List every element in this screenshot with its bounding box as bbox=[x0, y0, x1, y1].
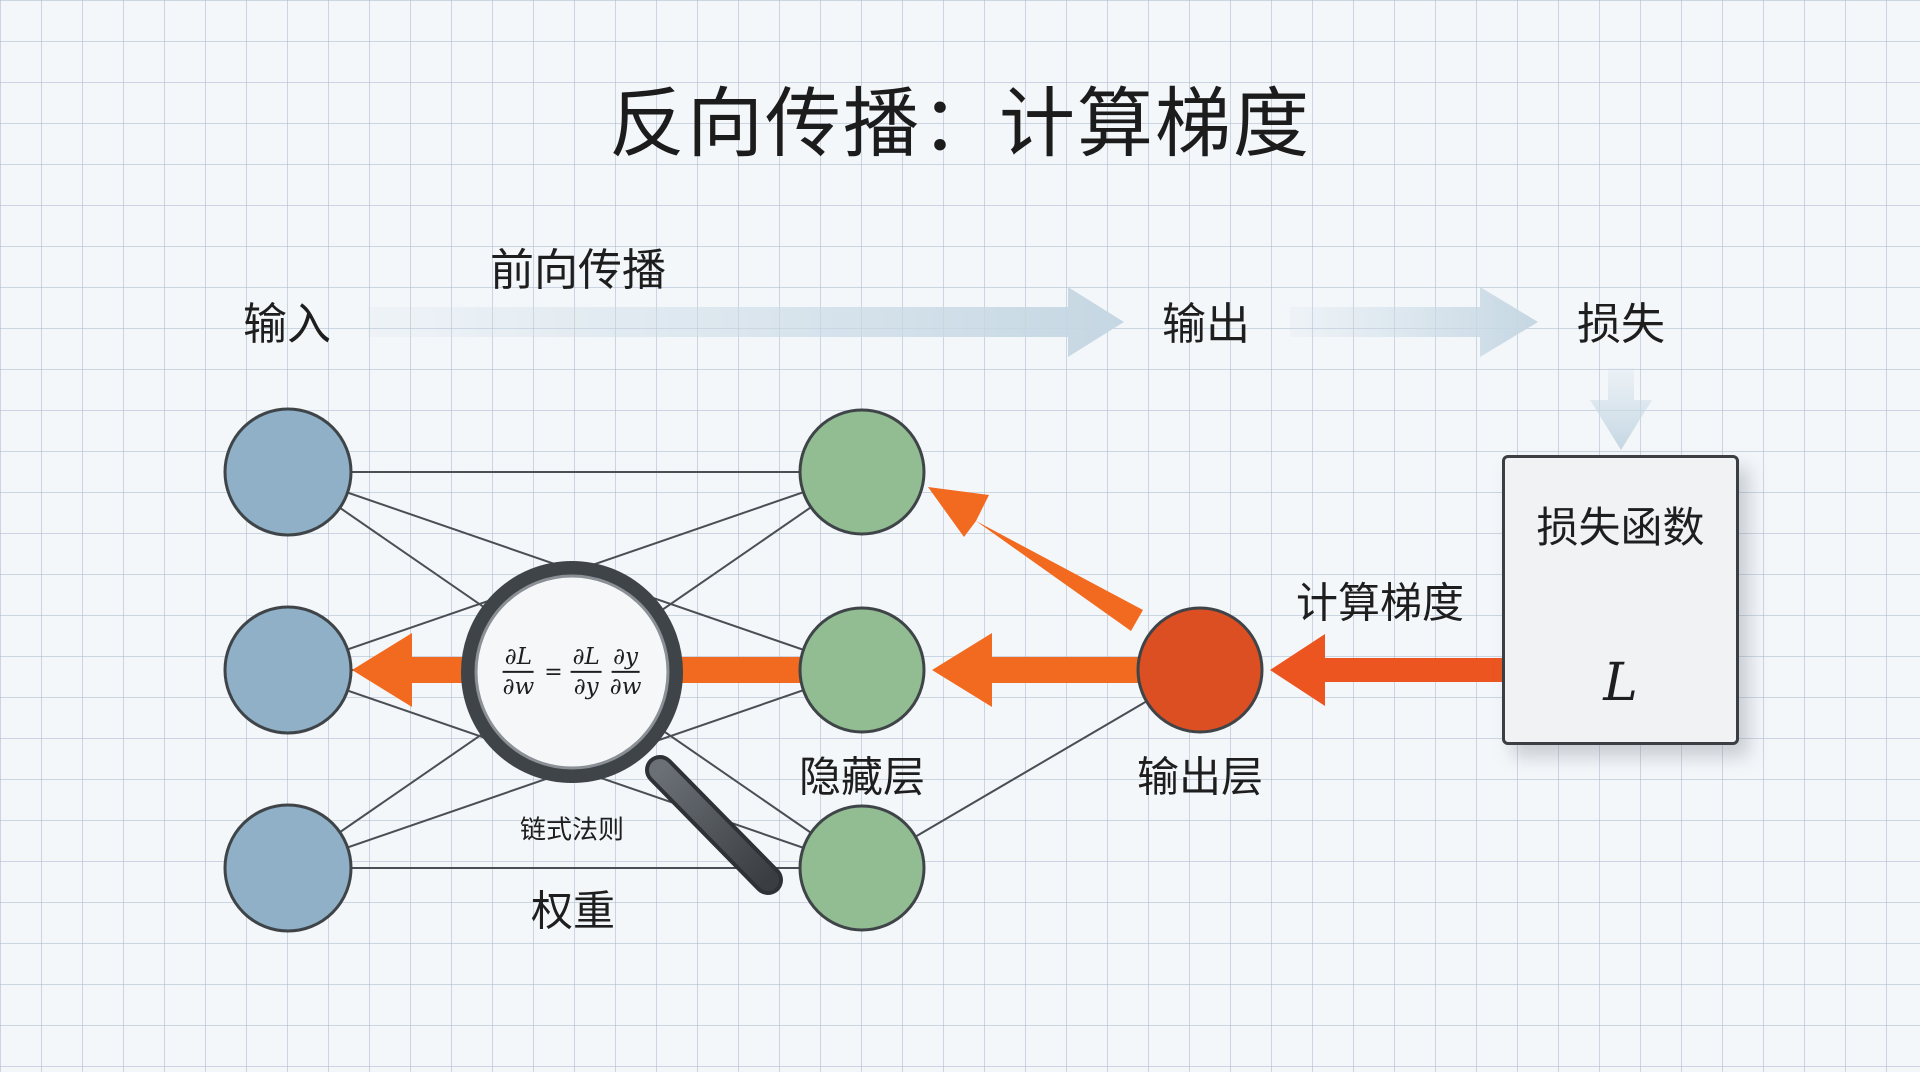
formula-factor-1: ∂L ∂y bbox=[570, 643, 602, 700]
input-label: 输入 bbox=[243, 299, 331, 350]
forward-propagation-arrows bbox=[368, 287, 1652, 450]
hidden-node bbox=[798, 408, 926, 536]
edge-h3-out bbox=[861, 669, 1201, 869]
output-node bbox=[1136, 606, 1264, 734]
output-label: 输出 bbox=[1162, 299, 1250, 350]
loss-function-box: 损失函数 L bbox=[1502, 455, 1739, 745]
hidden-layer bbox=[798, 408, 926, 932]
page-title: 反向传播：计算梯度 bbox=[609, 79, 1311, 168]
forward-arrow-output-to-loss bbox=[1290, 287, 1538, 357]
formula-lhs: ∂L ∂w bbox=[502, 643, 535, 700]
input-layer bbox=[223, 407, 353, 933]
gradient-arrow-output-to-hidden2 bbox=[932, 633, 1140, 707]
output-layer-label: 输出层 bbox=[1136, 752, 1264, 802]
chain-rule-formula: ∂L ∂w = ∂L ∂y ∂y ∂w bbox=[501, 645, 644, 699]
chain-rule-label: 链式法则 bbox=[519, 815, 625, 846]
loss-function-title: 损失函数 bbox=[1536, 503, 1705, 552]
input-node bbox=[223, 605, 353, 735]
forward-arrow-loss-to-box bbox=[1590, 368, 1652, 450]
formula-equals: = bbox=[544, 659, 563, 685]
weights-label: 权重 bbox=[530, 886, 616, 936]
loss-label: 损失 bbox=[1577, 299, 1665, 350]
input-node bbox=[223, 407, 353, 537]
loss-symbol: L bbox=[1603, 653, 1638, 713]
forward-arrow-input-to-output bbox=[368, 287, 1124, 357]
forward-propagation-label: 前向传播 bbox=[490, 245, 666, 296]
gradient-arrow-box-to-output bbox=[1270, 634, 1502, 706]
gradient-arrow-output-to-hidden1 bbox=[928, 487, 1143, 631]
hidden-node bbox=[798, 606, 926, 734]
formula-factor-2: ∂y ∂w bbox=[609, 643, 642, 700]
hidden-layer-label: 隐藏层 bbox=[798, 752, 926, 802]
compute-gradient-label: 计算梯度 bbox=[1295, 578, 1465, 628]
hidden-node bbox=[798, 804, 926, 932]
input-node bbox=[223, 803, 353, 933]
